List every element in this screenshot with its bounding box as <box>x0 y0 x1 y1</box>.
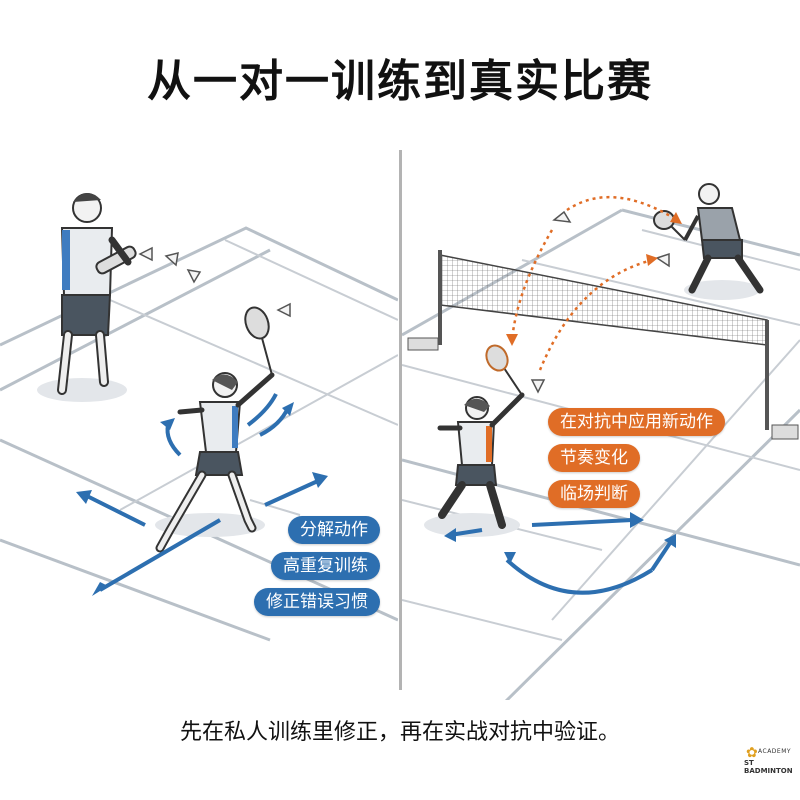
match-illustration <box>402 183 800 700</box>
tag-apply-new-moves: 在对抗中应用新动作 <box>548 408 725 436</box>
logo-line2: ST BADMINTON <box>744 759 793 775</box>
player-figure <box>155 306 275 553</box>
tag-on-court-judgment: 临场判断 <box>548 480 640 508</box>
training-illustration <box>0 192 398 642</box>
tag-high-repetition: 高重复训练 <box>271 552 380 580</box>
tag-fix-bad-habits: 修正错误习惯 <box>254 588 380 616</box>
logo-line1: ACADEMY <box>758 748 792 755</box>
page-title: 从一对一训练到真实比赛 <box>147 56 653 107</box>
caption: 先在私人训练里修正，再在实战对抗中验证。 <box>179 720 620 745</box>
badminton-net <box>407 250 799 440</box>
tag-break-down-moves: 分解动作 <box>288 516 380 544</box>
academy-logo: ✿ ACADEMY ST BADMINTON <box>744 745 794 775</box>
coach-figure <box>37 192 137 402</box>
left-panel-training: 分解动作 高重复训练 修正错误习惯 <box>0 140 398 700</box>
tag-rhythm-change: 节奏变化 <box>548 444 640 472</box>
opponent-figure <box>653 183 764 300</box>
right-panel-match: 在对抗中应用新动作 节奏变化 临场判断 <box>402 140 800 700</box>
player-figure <box>424 344 525 537</box>
training-tag-list: 分解动作 高重复训练 修正错误习惯 <box>254 516 380 616</box>
panel-divider <box>399 150 402 690</box>
match-tag-list: 在对抗中应用新动作 节奏变化 临场判断 <box>548 408 725 508</box>
logo-icon: ✿ <box>746 745 758 761</box>
